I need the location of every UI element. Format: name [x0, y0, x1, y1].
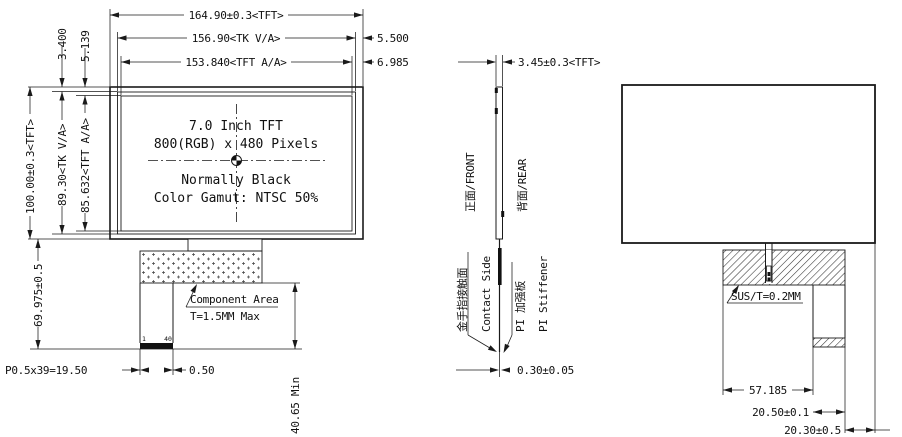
display-size-text: 7.0 Inch TFT — [189, 119, 283, 134]
display-mode-text: Normally Black — [181, 173, 291, 188]
rear-view: SUS/T=0.2MM 57.185 20.50±0.1 20.30±0.5 — [621, 84, 890, 437]
pin-first-text: 1 — [142, 335, 146, 343]
display-info: 7.0 Inch TFT 800(RGB) x 480 Pixels Norma… — [154, 119, 319, 206]
dim-tail-width-text: 20.50±0.1 — [752, 406, 809, 419]
rear-side-label: 背面/REAR — [515, 158, 529, 212]
rear-fpc — [722, 243, 846, 348]
component-thickness-text: T=1.5MM Max — [190, 310, 260, 323]
dim-width-tft: 164.90±0.3<TFT> — [110, 9, 363, 22]
pi-stiffener-label-cn: PI 加强板 — [513, 281, 527, 332]
dim-fpc-thickness-text: 0.30±0.05 — [517, 364, 574, 377]
dim-width-aa: 153.840<TFT A/A> 6.985 — [121, 56, 409, 69]
dim-height-tft: 100.00±0.3<TFT> — [24, 87, 37, 239]
center-mark-icon — [231, 155, 242, 166]
gold-finger-area — [812, 337, 846, 348]
dim-top-tk: 3.400 — [56, 28, 69, 101]
dim-stiffener-width: 57.185 — [723, 384, 813, 397]
dim-height-tk: 89.30<TK V/A> — [56, 91, 69, 234]
dim-fpc-length-text: 69.975±0.5 — [32, 264, 45, 327]
sus-label-text: SUS/T=0.2MM — [731, 290, 801, 303]
dim-tail-offset-text: 20.30±0.5 — [784, 424, 841, 437]
component-area-label: Component Area T=1.5MM Max — [185, 282, 279, 323]
top-extension-lines — [109, 9, 364, 95]
dim-tail-offset: 20.30±0.5 — [784, 424, 890, 437]
dim-width-tk-text: 156.90<TK V/A> — [192, 32, 281, 45]
dim-tail-min-text: 40.65 Min — [289, 377, 302, 434]
dim-height-tft-text: 100.00±0.3<TFT> — [24, 118, 37, 214]
dim-thickness: 3.45±0.3<TFT> — [458, 56, 601, 69]
connector-fingers — [140, 343, 173, 349]
front-view: 7.0 Inch TFT 800(RGB) x 480 Pixels Norma… — [5, 9, 409, 434]
dim-tail-min: 40.65 Min — [262, 282, 302, 434]
dim-height-aa-text: 85.632<TFT A/A> — [79, 117, 92, 213]
dim-height-tk-text: 89.30<TK V/A> — [56, 123, 69, 206]
display-resolution-text: 800(RGB) x 480 Pixels — [154, 137, 318, 152]
dim-top-aa-text: 5.139 — [79, 30, 92, 62]
sus-stiffener-area — [722, 249, 846, 286]
display-gamut-text: Color Gamut: NTSC 50% — [154, 191, 319, 206]
dim-height-aa: 85.632<TFT A/A> — [79, 95, 92, 231]
rear-panel — [621, 84, 876, 244]
pi-stiffener-label-en: PI Stiffener — [537, 255, 550, 332]
dim-thickness-text: 3.45±0.3<TFT> — [518, 56, 601, 69]
contact-side-label-en: Contact Side — [480, 256, 493, 332]
fpc-front: 1 40 — [30, 238, 302, 375]
dim-width-aa-text: 153.840<TFT A/A> — [185, 56, 287, 69]
component-area — [139, 250, 263, 284]
side-view: 3.45±0.3<TFT> 正面/FRONT 背面/REAR 金手指接触面 Co… — [455, 55, 601, 377]
pin-last-text: 40 — [164, 335, 172, 343]
dim-top-tk-text: 3.400 — [56, 28, 69, 60]
dim-tail-width: 20.50±0.1 — [752, 406, 845, 419]
dim-pin-margin-text: 0.50 — [189, 364, 214, 377]
dim-right-tk-text: 5.500 — [377, 32, 409, 45]
dim-fpc-length: 69.975±0.5 — [32, 239, 45, 349]
fpc-stiffener-profile — [498, 248, 502, 285]
dim-width-tk: 156.90<TK V/A> 5.500 — [117, 32, 409, 45]
dim-pin-pitch-text: P0.5x39=19.50 — [5, 364, 87, 377]
rear-extension-lines — [722, 243, 876, 433]
dim-fpc-thickness: 0.30±0.05 — [456, 364, 574, 377]
dim-right-aa-text: 6.985 — [377, 56, 409, 69]
dim-stiffener-width-text: 57.185 — [749, 384, 787, 397]
front-side-label: 正面/FRONT — [464, 152, 477, 212]
sus-label: SUS/T=0.2MM — [726, 283, 803, 304]
component-area-text: Component Area — [190, 293, 279, 306]
dim-top-aa: 5.139 — [79, 30, 92, 105]
side-profile — [494, 55, 505, 377]
contact-side-label-cn: 金手指接触面 — [455, 268, 469, 332]
side-labels: 正面/FRONT 背面/REAR 金手指接触面 Contact Side PI … — [455, 152, 550, 355]
dim-pin-pitch: P0.5x39=19.50 0.50 — [5, 364, 215, 377]
left-extension-lines — [28, 86, 121, 240]
dim-width-tft-text: 164.90±0.3<TFT> — [189, 9, 285, 22]
